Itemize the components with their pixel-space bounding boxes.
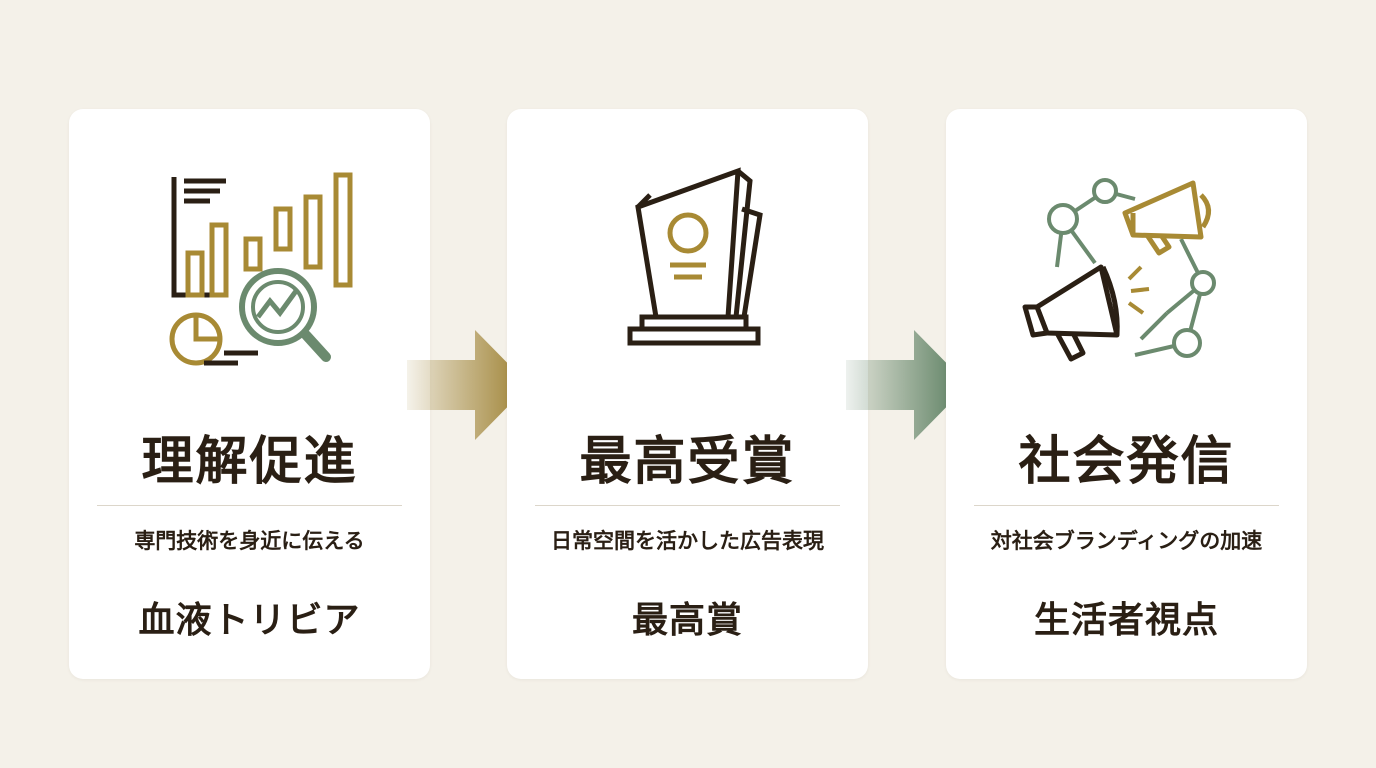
divider [97,505,402,506]
arrow-right-icon [407,330,529,440]
divider [535,505,840,506]
card-understanding: 理解促進 専門技術を身近に伝える 血液トリビア [69,109,430,679]
card-subtitle: 対社会ブランディングの加速 [990,529,1263,553]
card-social: 社会発信 対社会ブランディングの加速 生活者視点 [946,109,1307,679]
arrow-right-icon [846,330,968,440]
card-label: 血液トリビア [138,600,361,641]
card-subtitle: 専門技術を身近に伝える [134,529,365,553]
trophy-award-icon [578,167,798,387]
card-subtitle: 日常空間を活かした広告表現 [551,529,824,553]
megaphone-network-icon [1017,167,1237,387]
chart-magnifier-icon [140,167,360,387]
card-title: 理解促進 [141,431,358,492]
card-title: 社会発信 [1018,431,1235,492]
card-award: 最高受賞 日常空間を活かした広告表現 最高賞 [507,109,868,679]
card-label: 生活者視点 [1033,600,1219,641]
card-title: 最高受賞 [579,431,796,492]
divider [974,505,1279,506]
card-label: 最高賞 [631,600,743,641]
